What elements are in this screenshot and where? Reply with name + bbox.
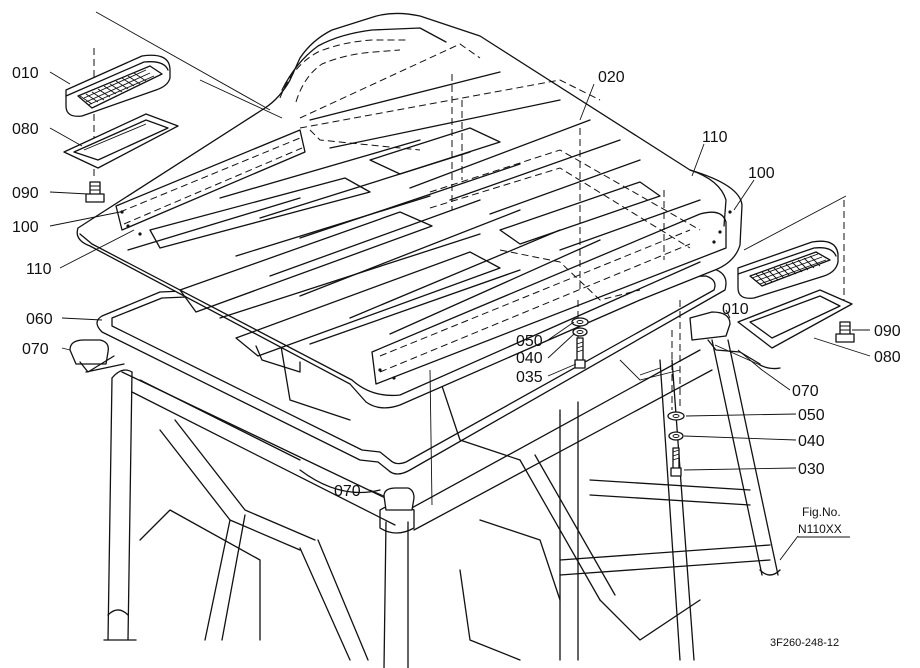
callout-070-right: 070 [792,383,819,400]
callout-060: 060 [26,311,53,328]
callout-050-lower: 050 [798,407,825,424]
left-bulb-090 [85,181,105,203]
cap-070-left [69,339,125,373]
callout-080-left: 080 [12,121,39,138]
figure-reference: Fig.No. N110XX [798,505,850,538]
cap-070-bottom [383,487,415,511]
upper-fastener-stack [571,317,589,369]
callout-labels: 010 080 090 100 110 060 070 020 110 100 … [12,65,901,500]
callout-040-lower: 040 [798,433,825,450]
callout-080-right: 080 [874,349,901,366]
drawing-code: 3F260-248-12 [770,637,839,649]
callout-070-left: 070 [22,341,49,358]
callout-100-left: 100 [12,219,39,236]
callout-070-bottom: 070 [334,483,361,500]
callout-020: 020 [598,69,625,86]
lower-fastener-stack [667,411,685,477]
right-light-010 [737,240,839,299]
callout-110-left: 110 [26,261,52,278]
callout-050-upper: 050 [516,333,543,350]
roof-slots [127,71,701,357]
leader-lines [49,71,871,561]
cap-070-right [689,311,761,365]
cab-frame [103,339,781,668]
callout-030: 030 [798,461,825,478]
roof-panel-020 [76,12,743,409]
callout-110-right: 110 [702,129,728,146]
right-bulb-090 [835,321,855,343]
callout-090-right: 090 [874,323,901,340]
assembly-lines [93,11,847,506]
right-lens-080 [737,289,853,349]
callout-090-left: 090 [12,185,39,202]
left-lens-080 [63,113,179,169]
left-light-010 [65,54,171,117]
callout-010-right: 010 [722,301,749,318]
figure-number: N110XX [798,522,842,536]
figure-label: Fig.No. [802,505,841,519]
seal-strip-060 [96,267,727,475]
rail-screws [120,210,732,380]
callout-040-upper: 040 [516,350,543,367]
left-light-grille [79,69,155,106]
callout-100-right: 100 [748,165,775,182]
callout-010-left: 010 [12,65,39,82]
right-light-grille [751,253,827,285]
callout-035: 035 [516,369,543,386]
